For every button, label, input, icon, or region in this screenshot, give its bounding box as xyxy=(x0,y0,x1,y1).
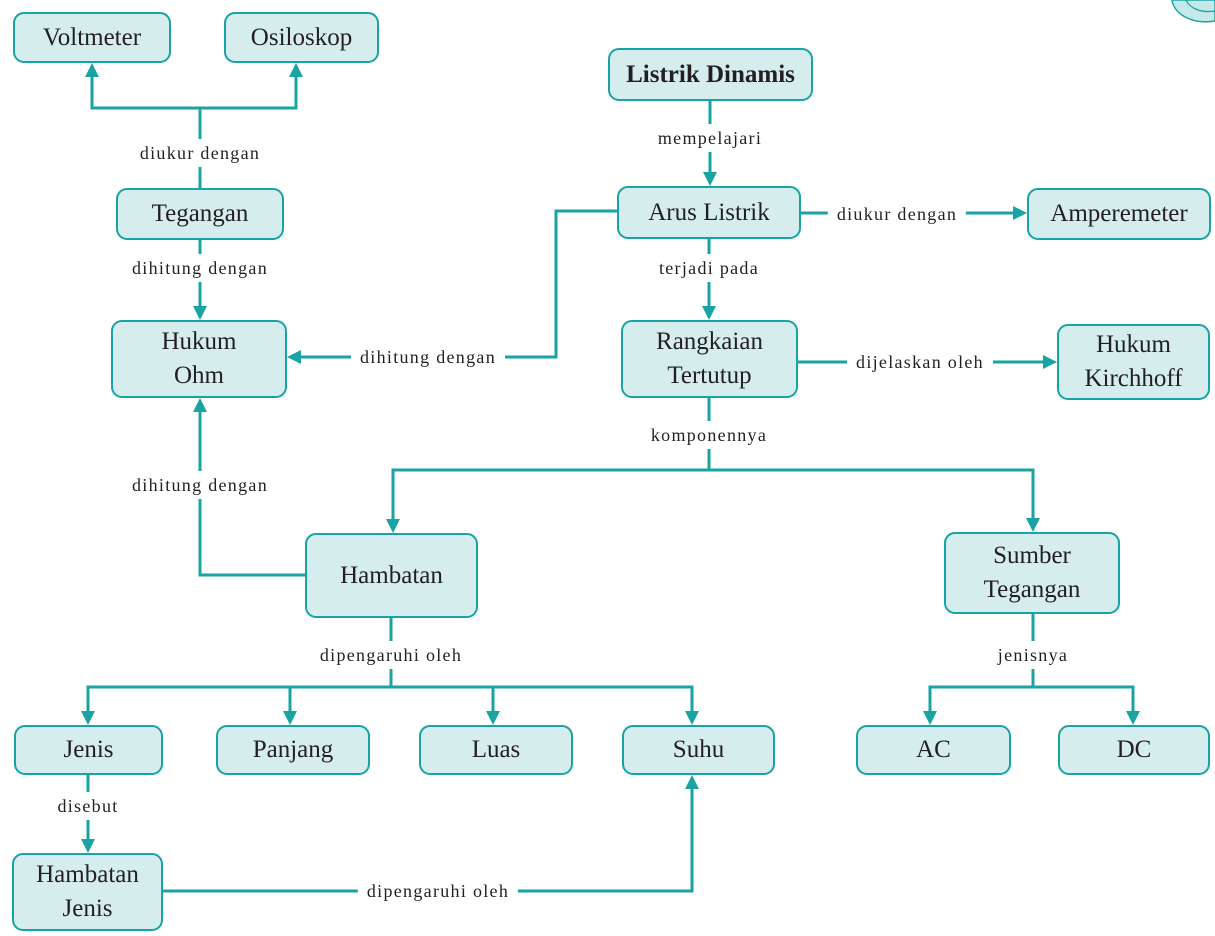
node-osiloskop: Osiloskop xyxy=(224,12,379,63)
link-label-hambatan-to-hukum-ohm: dihitung dengan xyxy=(123,471,277,499)
link-label-listrik-dinamis-to-arus-listrik: mempelajari xyxy=(648,124,772,152)
arrowhead xyxy=(486,711,500,725)
link-label-hambatan-jenis-to-suhu: dipengaruhi oleh xyxy=(357,877,519,905)
link-label-arus-listrik-to-rangkaian-tertutup: terjadi pada xyxy=(649,254,769,282)
arrowhead xyxy=(193,306,207,320)
node-label: Tegangan xyxy=(151,200,249,227)
corner-leaf-decoration xyxy=(1171,0,1215,23)
arrowhead xyxy=(685,775,699,789)
node-panjang: Panjang xyxy=(216,725,370,775)
node-label-line-2: Kirchhoff xyxy=(1084,365,1183,392)
connector-hambatan-jenis-to-suhu xyxy=(163,775,699,893)
node-dc: DC xyxy=(1058,725,1210,775)
node-arus-listrik: Arus Listrik xyxy=(617,186,801,239)
node-label-line-2: Tegangan xyxy=(983,576,1081,603)
node-label-line-2: Jenis xyxy=(62,895,113,922)
connector-tegangan-to-voltmeter-osiloskop xyxy=(85,63,303,188)
node-tegangan: Tegangan xyxy=(116,188,284,240)
arrowhead xyxy=(289,63,303,77)
node-label-line-1: Sumber xyxy=(993,542,1071,569)
link-label-arus-listrik-to-amperemeter: diukur dengan xyxy=(827,200,967,228)
node-rangkaian-tertutup: Rangkaian Tertutup xyxy=(621,320,798,398)
link-label-sumber-tegangan-to-jenis: jenisnya xyxy=(988,641,1078,669)
node-label: DC xyxy=(1116,736,1152,763)
connector-sumber-tegangan-to-jenis xyxy=(923,614,1140,725)
arrowhead xyxy=(703,172,717,186)
arrowhead xyxy=(923,711,937,725)
link-label-jenis-to-hambatan-jenis: disebut xyxy=(48,792,128,820)
link-label-tegangan-to-hukum-ohm: dihitung dengan xyxy=(123,254,277,282)
connector-arus-listrik-to-hukum-ohm xyxy=(287,209,617,364)
node-label: Voltmeter xyxy=(42,23,142,51)
node-label: Panjang xyxy=(252,736,334,763)
node-ac: AC xyxy=(856,725,1011,775)
arrowhead xyxy=(685,711,699,725)
node-voltmeter: Voltmeter xyxy=(13,12,171,63)
node-suhu: Suhu xyxy=(622,725,775,775)
node-luas: Luas xyxy=(419,725,573,775)
arrowhead xyxy=(702,306,716,320)
link-label-rangkaian-tertutup-to-komponen: komponennya xyxy=(641,421,777,449)
arrowhead xyxy=(287,350,301,364)
node-label-line-2: Tertutup xyxy=(667,362,752,389)
node-label: Hambatan xyxy=(340,561,443,589)
node-label-line-1: Hambatan xyxy=(36,861,139,888)
link-label-arus-listrik-to-hukum-ohm: dihitung dengan xyxy=(351,343,505,371)
node-label: Luas xyxy=(471,736,521,763)
arrowhead xyxy=(81,839,95,853)
node-label-line-1: Hukum xyxy=(1096,331,1171,358)
node-hambatan-jenis: Hambatan Jenis xyxy=(12,853,163,931)
link-label-tegangan-to-alat-ukur: diukur dengan xyxy=(130,139,270,167)
node-label: Suhu xyxy=(672,736,725,763)
node-hukum-ohm: Hukum Ohm xyxy=(111,320,287,398)
node-label-line-1: Hukum xyxy=(161,328,237,355)
link-label-rangkaian-tertutup-to-hukum-kirchhoff: dijelaskan oleh xyxy=(847,348,993,376)
arrowhead xyxy=(1013,206,1027,220)
node-jenis: Jenis xyxy=(14,725,163,775)
node-label: Amperemeter xyxy=(1050,200,1188,227)
node-sumber-tegangan: Sumber Tegangan xyxy=(944,532,1120,614)
node-amperemeter: Amperemeter xyxy=(1027,188,1211,240)
node-hambatan: Hambatan xyxy=(305,533,478,618)
arrowhead xyxy=(1126,711,1140,725)
node-hukum-kirchhoff: Hukum Kirchhoff xyxy=(1057,324,1210,400)
node-label-line-2: Ohm xyxy=(174,362,224,389)
arrowhead xyxy=(1043,355,1057,369)
arrowhead xyxy=(81,711,95,725)
node-label: AC xyxy=(916,736,951,763)
arrowhead xyxy=(193,398,207,412)
arrowhead xyxy=(386,519,400,533)
arrowhead xyxy=(85,63,99,77)
link-label-hambatan-to-faktor: dipengaruhi oleh xyxy=(310,641,472,669)
connector-hambatan-to-faktor xyxy=(81,618,699,725)
arrowhead xyxy=(283,711,297,725)
connector-rangkaian-tertutup-to-komponen xyxy=(386,398,1040,533)
node-label-line-1: Rangkaian xyxy=(656,328,763,355)
arrowhead xyxy=(1026,518,1040,532)
node-listrik-dinamis: Listrik Dinamis xyxy=(608,48,813,101)
node-label: Jenis xyxy=(63,736,114,763)
node-label: Arus Listrik xyxy=(648,198,770,226)
connector-hambatan-to-hukum-ohm xyxy=(193,398,305,577)
node-label: Listrik Dinamis xyxy=(626,60,795,88)
node-label: Osiloskop xyxy=(250,23,353,51)
